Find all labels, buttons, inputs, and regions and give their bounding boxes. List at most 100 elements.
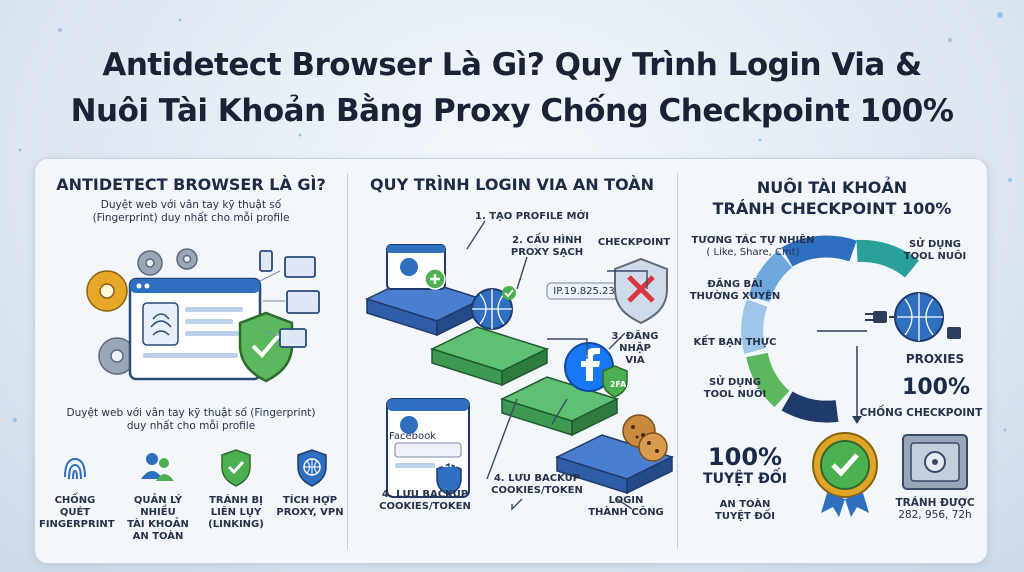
feature-1-l1: CHỐNG QUÉT xyxy=(54,495,96,518)
platform-step4 xyxy=(554,434,675,495)
plug-icon xyxy=(865,311,961,339)
cookies-icon xyxy=(622,414,668,462)
step4a-l2: COOKIES/TOKEN xyxy=(379,501,471,512)
login-flow-diagram xyxy=(364,220,675,511)
donut-segment xyxy=(856,239,919,278)
proxy-globe-icon xyxy=(894,292,944,342)
feature-4-label: TÍCH HỢP PROXY, VPN xyxy=(275,495,345,519)
feature-1-l2: FINGERPRINT xyxy=(39,519,115,530)
browser-window-icon xyxy=(128,277,262,381)
login-l2: THÀNH CÔNG xyxy=(588,507,664,518)
title-line-1: Antidetect Browser Là Gì? Quy Trình Logi… xyxy=(102,47,922,83)
item1-l1: TƯƠNG TÁC TỰ NHIÊN xyxy=(691,235,815,246)
step4a-label: 4. LƯU BACKUP COOKIES/TOKEN xyxy=(375,489,475,513)
badge-check-icon xyxy=(812,432,878,517)
title-line-2: Nuôi Tài Khoản Bằng Proxy Chống Checkpoi… xyxy=(70,93,954,129)
col3-item-4: SỬ DỤNG TOOL NUÔI xyxy=(685,377,785,401)
col2-title: QUY TRÌNH LOGIN VIA AN TOÀN xyxy=(369,175,655,194)
proxies-label: PROXIES xyxy=(905,352,965,366)
col3-title-l1: NUÔI TÀI KHOẢN xyxy=(756,178,908,197)
twofa-shield-icon xyxy=(602,365,628,398)
step4b-l2: COOKIES/TOKEN xyxy=(491,485,583,496)
feature-4-l2: PROXY, VPN xyxy=(276,507,344,518)
gear-icon xyxy=(86,270,128,312)
anti-checkpoint-label: CHỐNG CHECKPOINT xyxy=(859,407,983,419)
step2-l1: 2. CẤU HÌNH xyxy=(512,235,582,246)
item3-l1: KẾT BẠN THỰC xyxy=(693,337,777,348)
users-icon xyxy=(141,453,174,481)
col3-title-l2: TRÁNH CHECKPOINT 100% xyxy=(712,199,952,218)
gear-icon xyxy=(98,248,198,375)
feature-2-l2: TÀI KHOẢN xyxy=(127,519,189,530)
item2-l1: ĐĂNG BÀI xyxy=(707,279,763,290)
shield-2fa-label: 2FA xyxy=(609,380,627,389)
shield-check-icon xyxy=(221,449,251,487)
col3-title: NUÔI TÀI KHOẢN TRÁNH CHECKPOINT 100% xyxy=(677,177,987,219)
devices-icon xyxy=(259,250,320,348)
browser-illustration xyxy=(86,248,320,383)
donut-segment xyxy=(748,250,793,303)
col3-right-label: SỬ DỤNG TOOL NUÔI xyxy=(895,239,975,263)
divider-1 xyxy=(347,173,348,549)
step4b-label: 4. LƯU BACKUP COOKIES/TOKEN xyxy=(487,473,587,497)
infographic-panel: ANTIDETECT BROWSER LÀ GÌ? Duyệt web với … xyxy=(34,158,988,564)
avoid-l2: 282, 956, 72h xyxy=(898,509,972,521)
page-title: Antidetect Browser Là Gì? Quy Trình Logi… xyxy=(0,42,1024,134)
col1-desc2: Duyệt web với vân tay kỹ thuật số (Finge… xyxy=(35,407,347,433)
feature-4-l1: TÍCH HỢP xyxy=(282,495,338,506)
right-l1: SỬ DỤNG xyxy=(908,239,962,250)
safe-l2: TUYỆT ĐỐI xyxy=(715,511,775,522)
feature-2-label: QUẢN LÝ NHIỀU TÀI KHOẢN AN TOÀN xyxy=(119,495,197,543)
item2-l2: THƯỜNG XUYÊN xyxy=(689,291,781,302)
step1-label: 1. TẠO PROFILE MỚI xyxy=(475,211,589,222)
platform-step3 xyxy=(499,376,620,437)
phone-facebook-icon xyxy=(386,398,470,498)
step4b-l1: 4. LƯU BACKUP xyxy=(493,473,581,484)
feature-3-l2: LIÊN LỤY xyxy=(210,507,262,518)
fingerprint-icon xyxy=(64,457,86,480)
pct-100-absolute: 100% xyxy=(707,443,783,471)
globe-shield-icon xyxy=(297,449,327,487)
checkpoint-shield-icon xyxy=(614,257,668,325)
safe-vault-icon xyxy=(902,434,968,490)
col1-title: ANTIDETECT BROWSER LÀ GÌ? xyxy=(56,175,326,194)
col1-desc-line1: Duyệt web với vân tay kỹ thuật số xyxy=(100,199,282,211)
divider-2 xyxy=(677,173,678,549)
avoid-l1: TRÁNH ĐƯỢC xyxy=(895,497,975,509)
col3-item-2: ĐĂNG BÀI THƯỜNG XUYÊN xyxy=(685,279,785,303)
facebook-label: Facebook xyxy=(389,431,436,442)
step2-l2: PROXY SẠCH xyxy=(510,247,584,258)
donut-segment xyxy=(741,299,768,354)
feature-3-l1: TRÁNH BỊ xyxy=(209,495,263,506)
step3-l1: 3. ĐĂNG NHẬP xyxy=(611,331,659,354)
checkpoint-label: CHECKPOINT xyxy=(597,237,671,248)
feature-3-label: TRÁNH BỊ LIÊN LỤY (LINKING) xyxy=(201,495,271,531)
step2-label: 2. CẤU HÌNH PROXY SẠCH xyxy=(497,235,597,259)
donut-segment xyxy=(746,352,790,408)
donut-segment xyxy=(781,235,857,267)
ip-label: IP.19.825.23 xyxy=(553,286,615,297)
col1-desc2-line2: duy nhất cho mỗi profile xyxy=(126,420,256,432)
step4a-l1: 4. LƯU BACKUP xyxy=(381,489,469,500)
pct-100: 100% xyxy=(902,375,970,400)
feature-1-label: CHỐNG QUÉT FINGERPRINT xyxy=(39,495,115,531)
step3-label: 3. ĐĂNG NHẬP VIA xyxy=(595,331,675,367)
col1-desc-line2: (Fingerprint) duy nhất cho mỗi profile xyxy=(92,212,290,224)
phone-2fa-label: 2FA xyxy=(441,459,463,470)
safe-l1: AN TOÀN xyxy=(719,499,771,510)
profile-card-icon xyxy=(386,244,446,290)
globe-icon xyxy=(471,286,516,330)
absolute-label: TUYỆT ĐỐI xyxy=(703,471,787,487)
right-l2: TOOL NUÔI xyxy=(903,251,967,262)
avoid-label: TRÁNH ĐƯỢC 282, 956, 72h xyxy=(883,497,987,521)
feature-3-l3: (LINKING) xyxy=(208,519,264,530)
donut-diagram xyxy=(741,235,961,424)
col3-item-1: TƯƠNG TÁC TỰ NHIÊN ( Like, Share, Cmt) xyxy=(683,235,823,259)
donut-segment xyxy=(781,391,839,423)
feature-2-l3: AN TOÀN xyxy=(132,531,184,542)
feature-2-l1: QUẢN LÝ NHIỀU xyxy=(133,495,183,518)
item4-l2: TOOL NUÔI xyxy=(703,389,767,400)
platform-step2 xyxy=(429,326,550,387)
login-success-label: LOGIN THÀNH CÔNG xyxy=(581,495,671,519)
col1-desc: Duyệt web với vân tay kỹ thuật số (Finge… xyxy=(35,199,347,225)
